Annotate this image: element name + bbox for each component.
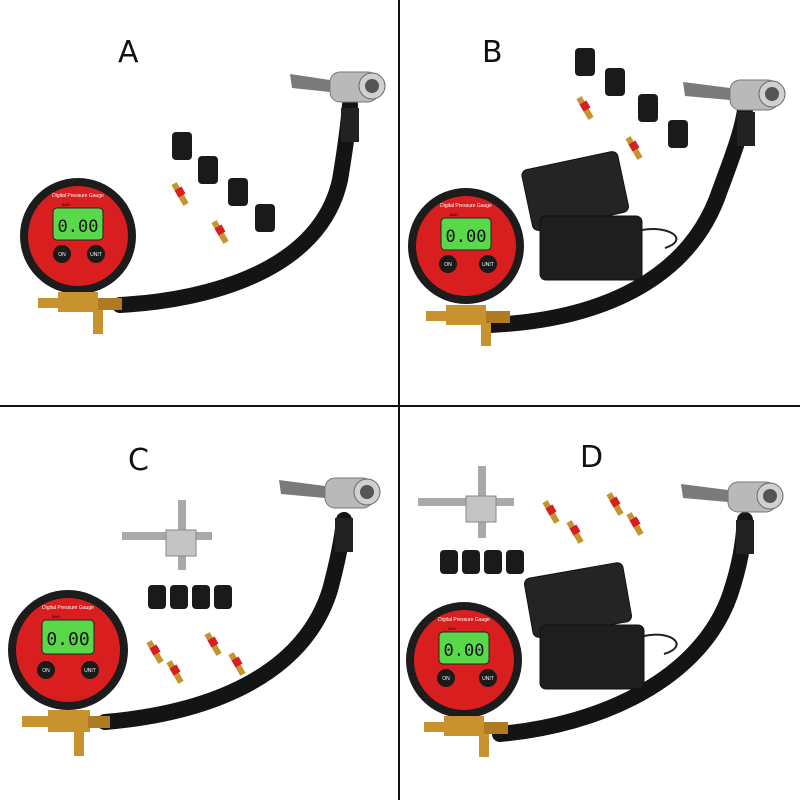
valve-cap-icon	[575, 48, 688, 148]
lcd-reading: 0.00	[58, 217, 99, 237]
panel-label-c: C	[128, 443, 149, 478]
valve-cap-icon	[172, 132, 275, 232]
lcd-reading: 0.00	[46, 629, 89, 650]
hose-sleeve	[736, 520, 754, 554]
lcd-reading: 0.00	[444, 641, 485, 661]
valve-core-icon	[171, 182, 229, 244]
valve-cap-icon	[148, 585, 232, 609]
tire-gauge-icon: 0.00 Digital Pressure Gauge BAR ON UNIT	[20, 178, 136, 334]
on-button-label: ON	[58, 252, 66, 258]
air-chuck-icon	[290, 71, 386, 103]
gauge-unit: BAR	[450, 212, 458, 217]
lcd-reading: 0.00	[446, 227, 487, 247]
unit-button-label: UNIT	[482, 262, 494, 268]
valve-cap-icon	[440, 550, 524, 574]
panel-label-b: B	[482, 35, 503, 70]
unit-button-label: UNIT	[482, 676, 494, 682]
valve-tool-icon	[122, 500, 212, 570]
hose-sleeve	[335, 518, 353, 552]
gauge-unit: BAR	[62, 202, 70, 207]
air-chuck-icon	[683, 79, 786, 111]
hose-sleeve	[341, 108, 359, 142]
tire-gauge-icon: 0.00 Digital Pressure Gauge BAR ON UNIT	[408, 188, 524, 346]
on-button-label: ON	[442, 676, 450, 682]
gauge-title: Digital Pressure Gauge	[52, 193, 104, 199]
hose-sleeve	[737, 112, 755, 146]
unit-button-label: UNIT	[84, 668, 96, 674]
gauge-unit: BAR	[52, 614, 60, 619]
unit-button-label: UNIT	[90, 252, 102, 258]
gauge-unit: BAR	[448, 626, 456, 631]
panel-label-a: A	[118, 35, 139, 70]
storage-case-icon	[521, 151, 678, 281]
gauge-title: Digital Pressure Gauge	[438, 617, 490, 623]
air-chuck-icon	[681, 481, 784, 513]
valve-tool-icon	[418, 466, 514, 538]
on-button-label: ON	[444, 262, 452, 268]
on-button-label: ON	[42, 668, 50, 674]
storage-case-icon	[524, 562, 678, 690]
valve-core-icon	[146, 632, 246, 684]
air-chuck-icon	[279, 477, 381, 509]
gauge-title: Digital Pressure Gauge	[42, 605, 94, 611]
valve-core-icon	[576, 96, 643, 160]
tire-gauge-icon: 0.00 Digital Pressure Gauge BAR ON UNIT	[8, 590, 128, 756]
valve-core-icon	[542, 492, 644, 544]
tire-gauge-icon: 0.00 Digital Pressure Gauge BAR ON UNIT	[406, 602, 522, 757]
horizontal-divider	[0, 405, 800, 407]
panel-label-d: D	[580, 440, 604, 475]
gauge-title: Digital Pressure Gauge	[440, 203, 492, 209]
vertical-divider	[398, 0, 400, 800]
